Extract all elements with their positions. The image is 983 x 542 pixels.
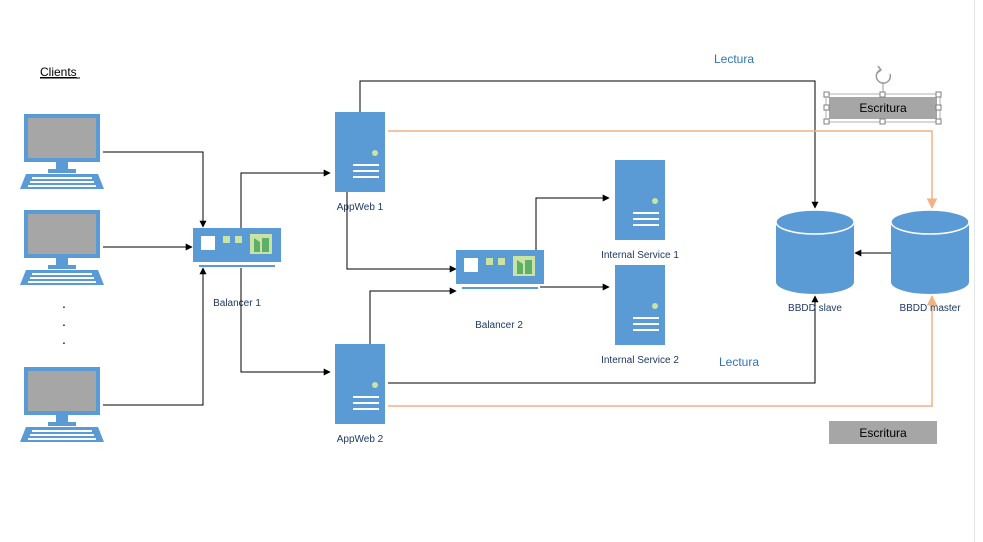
arrow-appweb1-balancer2 [346, 192, 457, 273]
appweb-2-server-icon [335, 344, 385, 424]
balancer-2-label: Balancer 2 [475, 320, 523, 331]
balancer-1-label: Balancer 1 [213, 298, 261, 309]
arrow-balancer1-appweb1 [240, 169, 331, 228]
escritura-top-box[interactable]: Escritura [823, 65, 942, 125]
arrow-balancer1-appweb2 [240, 268, 331, 376]
lectura-bottom-label: Lectura [719, 355, 759, 369]
page-edge-divider [974, 0, 975, 542]
client-computer-icon [20, 210, 104, 285]
arrow-client1-balancer1 [103, 151, 207, 228]
balancer-1-icon [193, 228, 281, 267]
appweb-2-label: AppWeb 2 [337, 434, 384, 445]
clients-title: Clients [40, 65, 77, 79]
arrow-appweb1-slave-read [359, 80, 819, 209]
ellipsis-dot: · [62, 334, 67, 350]
internal-service-1-server-icon [615, 160, 665, 240]
internal-service-2-label: Internal Service 2 [601, 355, 679, 366]
appweb-balancer2-connections [346, 192, 457, 344]
selection-handles [823, 91, 942, 125]
client-computer-icon [20, 114, 104, 189]
client-connections [103, 151, 207, 406]
read-connections [359, 80, 891, 384]
arrow-appweb2-balancer2 [369, 287, 457, 344]
bbdd-master-label: BBDD master [899, 303, 961, 314]
internal-service-2-server-icon [615, 265, 665, 345]
escritura-bottom-box[interactable]: Escritura [829, 421, 937, 444]
ellipsis-dot: · [62, 316, 67, 332]
arrow-appweb2-slave-read [388, 295, 819, 384]
bbdd-slave-database-icon [775, 209, 855, 294]
arrow-client3-balancer1 [103, 267, 207, 406]
rotate-handle-icon [875, 65, 892, 84]
bbdd-slave-label: BBDD slave [788, 303, 842, 314]
arrow-appweb1-master-write [388, 130, 938, 210]
balancer-2-icon [456, 250, 544, 289]
bbdd-master-database-icon [890, 209, 970, 294]
escritura-bottom-label: Escritura [859, 426, 907, 440]
balancer2-connections [535, 194, 610, 291]
client-computer-icon [20, 367, 104, 442]
balancer1-connections [240, 169, 331, 376]
ellipsis-dot: · [62, 298, 67, 314]
internal-service-1-label: Internal Service 1 [601, 250, 679, 261]
arrow-appweb2-master-write [388, 294, 938, 407]
write-connections [388, 130, 938, 407]
appweb-1-label: AppWeb 1 [337, 202, 384, 213]
arrow-balancer2-internal1 [535, 194, 610, 250]
escritura-top-label: Escritura [859, 101, 907, 115]
appweb-1-server-icon [335, 112, 385, 192]
lectura-top-label: Lectura [714, 52, 754, 66]
